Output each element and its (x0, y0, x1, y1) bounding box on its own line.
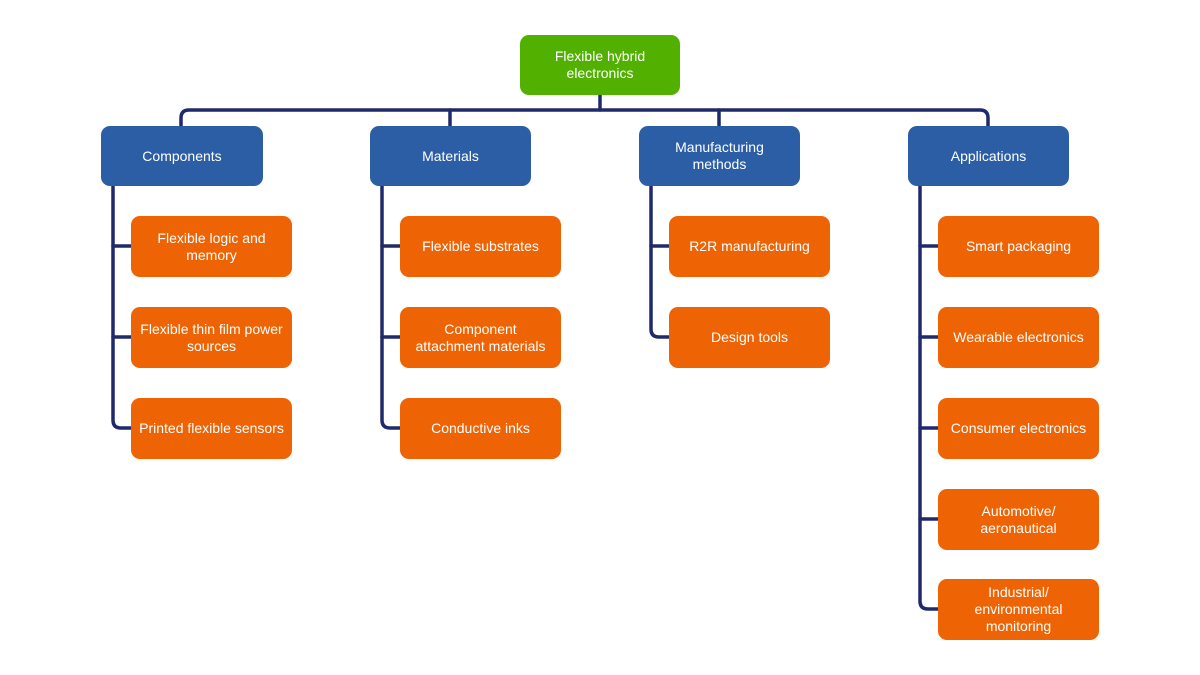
leaf-conductive-inks: Conductive inks (400, 398, 561, 459)
leaf-r2r-manufacturing: R2R manufacturing (669, 216, 830, 277)
root-node: Flexible hybrid electronics (520, 35, 680, 95)
category-applications: Applications (908, 126, 1069, 186)
category-manufacturing-methods: Manufacturing methods (639, 126, 800, 186)
leaf-consumer-electronics: Consumer electronics (938, 398, 1099, 459)
leaf-label: Printed flexible sensors (139, 420, 284, 436)
root-label: Flexible hybrid electronics (554, 48, 646, 81)
leaf-wearable-electronics: Wearable electronics (938, 307, 1099, 368)
connector-line (380, 184, 402, 430)
leaf-component-attachment: Component attachment materials (400, 307, 561, 368)
leaf-label: Flexible thin film power sources (140, 320, 283, 354)
leaf-flexible-logic-memory: Flexible logic and memory (131, 216, 292, 277)
connector-line (111, 184, 133, 430)
connector-line (179, 108, 990, 128)
leaf-printed-flexible-sensors: Printed flexible sensors (131, 398, 292, 459)
leaf-label: Smart packaging (965, 238, 1072, 254)
leaf-label: Conductive inks (431, 420, 530, 436)
leaf-flexible-substrates: Flexible substrates (400, 216, 561, 277)
category-materials: Materials (370, 126, 531, 186)
leaf-flexible-thin-film-power: Flexible thin film power sources (131, 307, 292, 368)
leaf-automotive-aeronautical: Automotive/ aeronautical (938, 489, 1099, 550)
leaf-label: Flexible substrates (422, 238, 539, 254)
leaf-label: Flexible logic and memory (157, 229, 266, 263)
leaf-smart-packaging: Smart packaging (938, 216, 1099, 277)
leaf-label: Component attachment materials (415, 320, 546, 354)
category-label: Materials (422, 147, 479, 164)
leaf-design-tools: Design tools (669, 307, 830, 368)
category-label: Applications (950, 147, 1027, 164)
connector-line (918, 184, 940, 611)
leaf-label: Industrial/ environmental monitoring (974, 584, 1063, 634)
connector-line (649, 184, 671, 339)
leaf-industrial-environmental: Industrial/ environmental monitoring (938, 579, 1099, 640)
category-label: Components (142, 147, 222, 164)
category-components: Components (101, 126, 263, 186)
category-label: Manufacturing methods (675, 139, 764, 172)
leaf-label: Wearable electronics (953, 329, 1084, 345)
leaf-label: R2R manufacturing (689, 238, 810, 254)
leaf-label: Consumer electronics (950, 420, 1087, 436)
leaf-label: Automotive/ aeronautical (980, 502, 1057, 536)
leaf-label: Design tools (710, 329, 789, 345)
